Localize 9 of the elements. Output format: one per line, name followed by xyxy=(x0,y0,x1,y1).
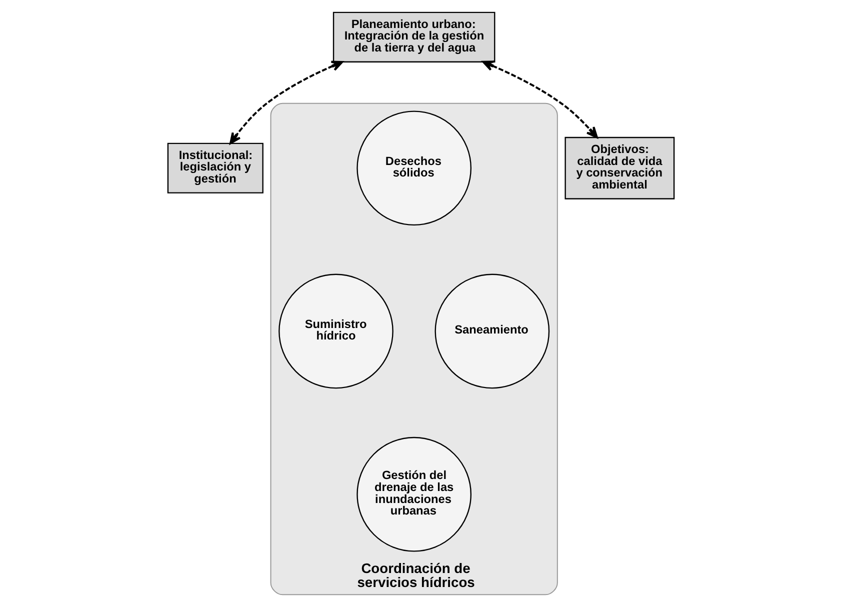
node-circle: Gestión del drenaje de las inundaciones urbanas xyxy=(356,436,472,552)
node-circle: Desechos sólidos xyxy=(356,110,472,226)
node-circle: Suministro hídrico xyxy=(278,274,394,389)
node-box: Institucional: legislación y gestión xyxy=(167,142,264,194)
node-box: Planeamiento urbano: Integración de la gestión de la tierra y del agua xyxy=(332,12,496,62)
arrow xyxy=(230,60,344,144)
arrow xyxy=(482,60,598,138)
node-circle: Saneamiento xyxy=(434,274,550,389)
node-box: Objetivos: calidad de vida y conservación ambiental xyxy=(564,136,675,200)
